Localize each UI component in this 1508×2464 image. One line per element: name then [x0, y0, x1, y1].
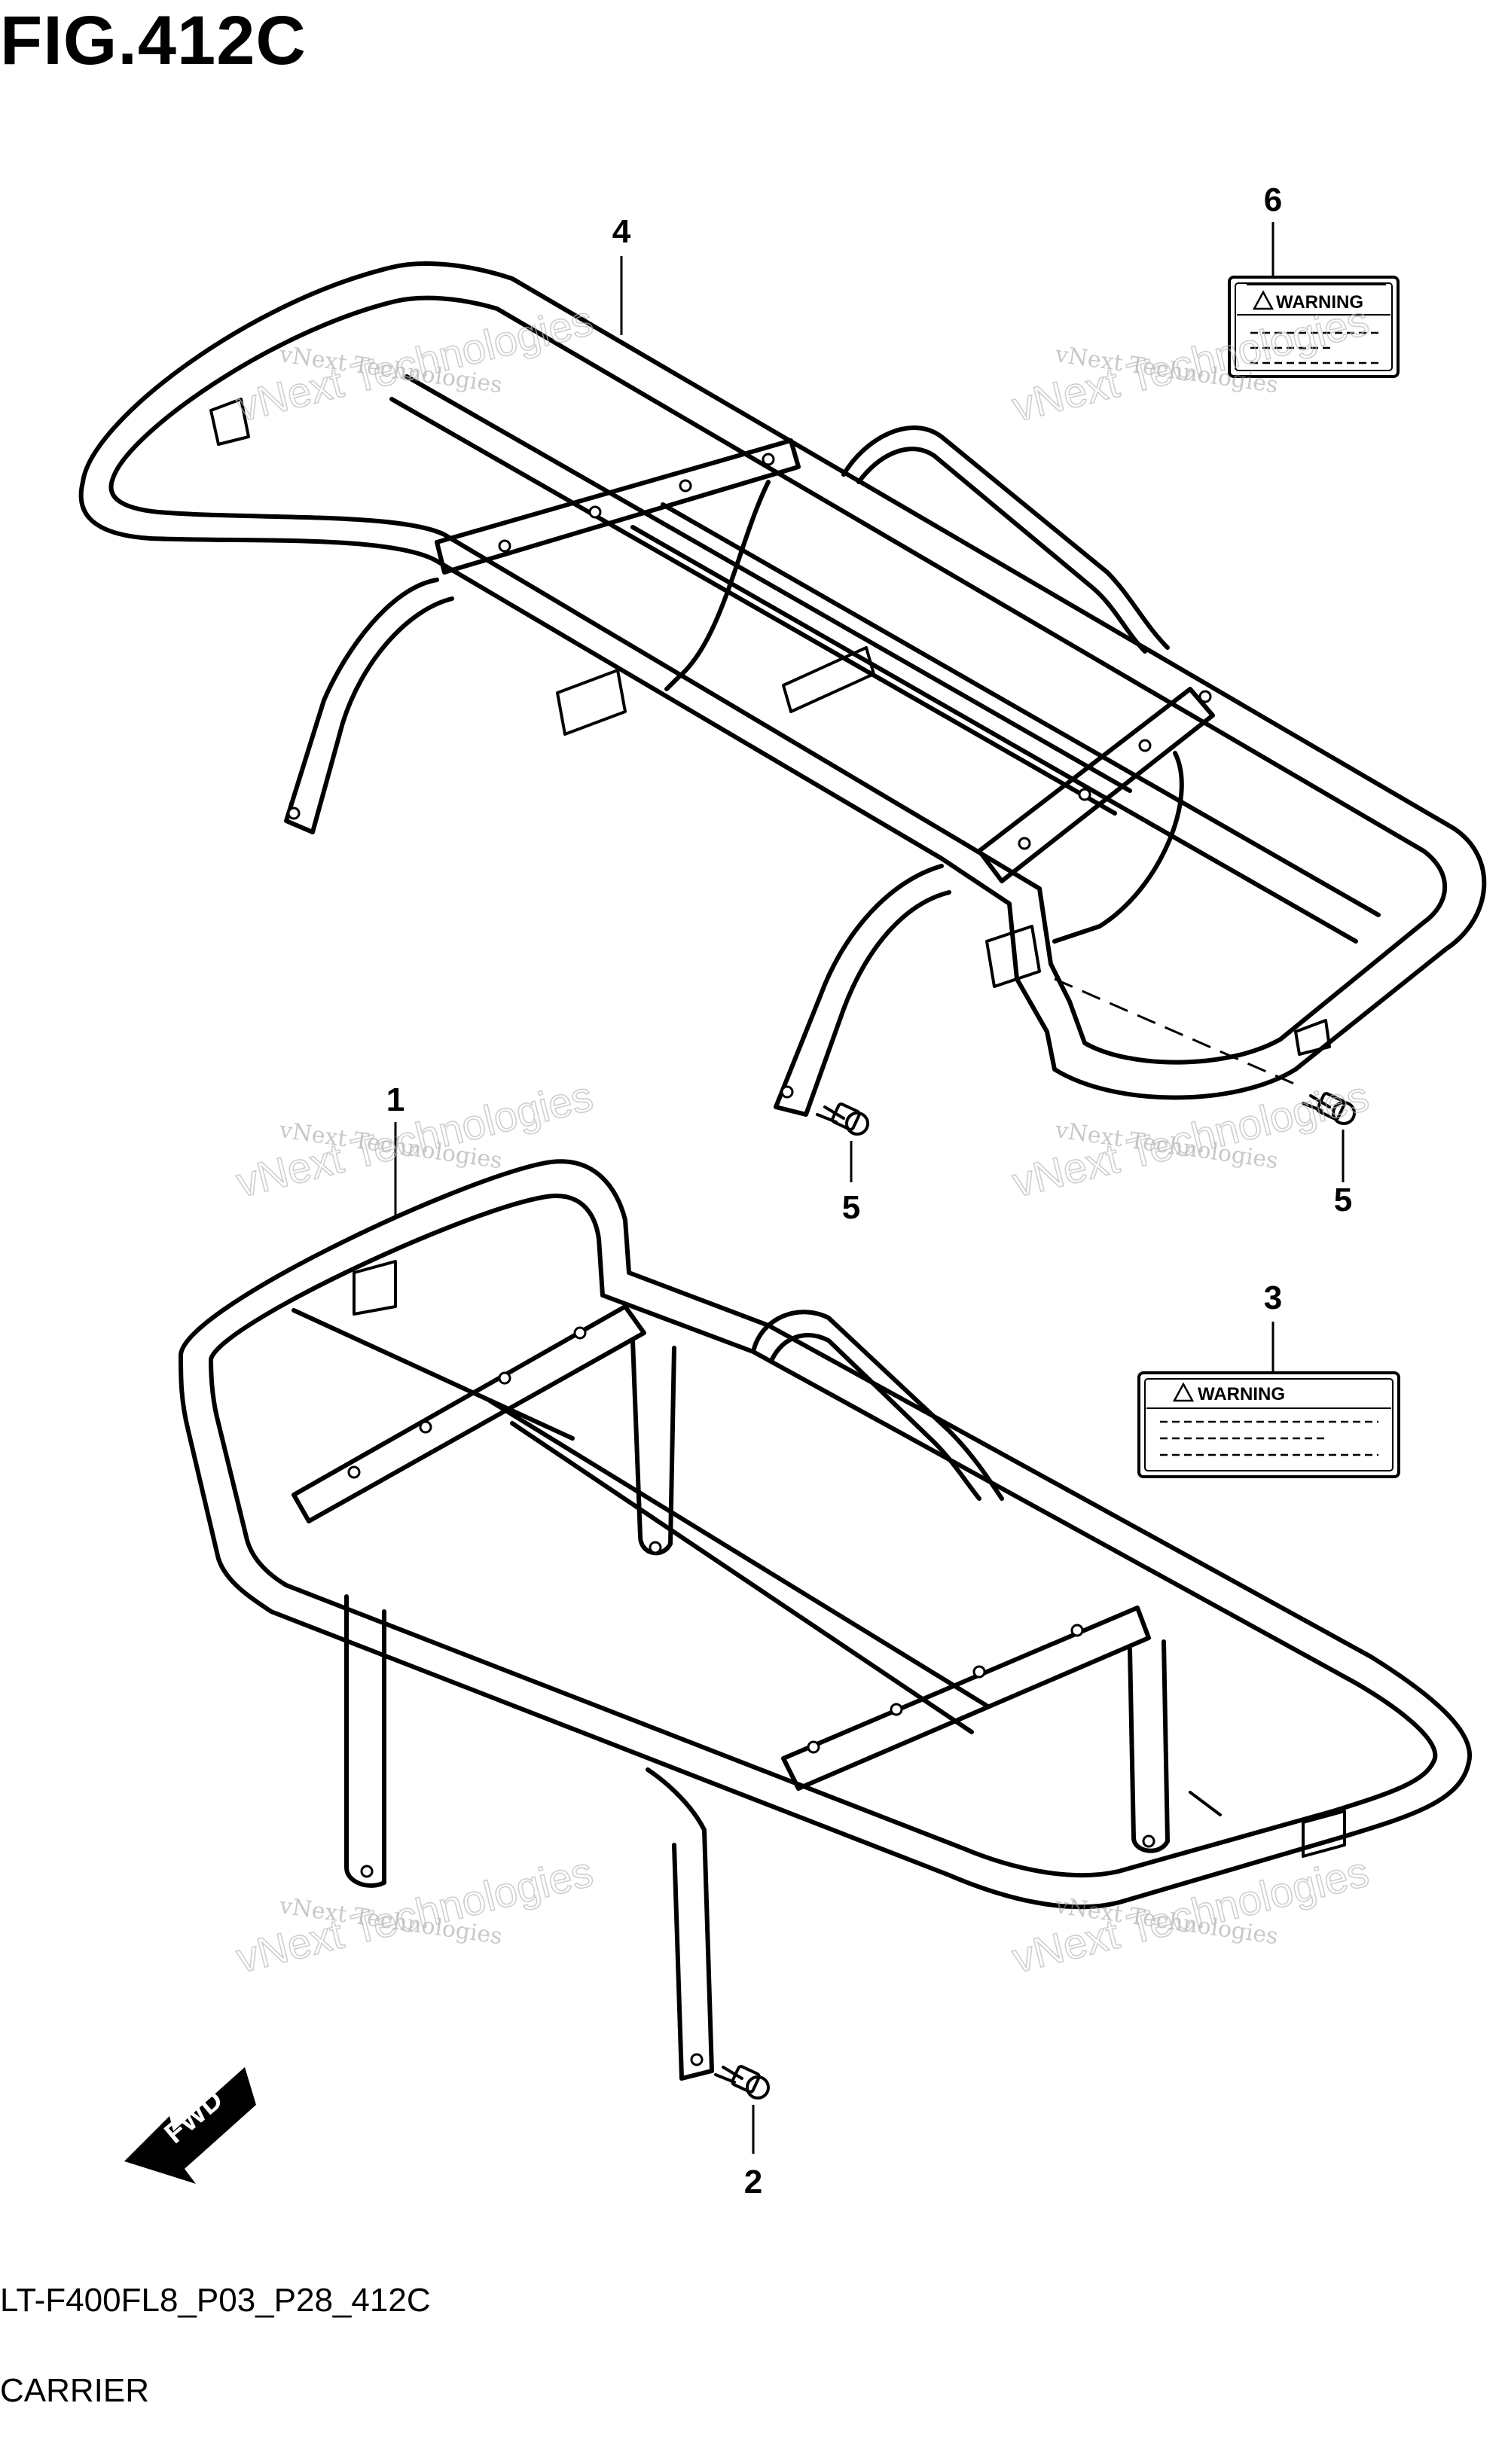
mount-hole — [419, 1420, 432, 1434]
mount-hole — [588, 505, 602, 519]
callout-6: 6 — [1264, 181, 1282, 218]
mount-hole — [347, 1465, 361, 1479]
figure-code: LT-F400FL8_P03_P28_412C — [0, 2282, 431, 2319]
figure-title: FIG.412C — [0, 2, 307, 79]
front-carrier-crossbar-front — [292, 1304, 646, 1523]
assembly-guide-line — [1054, 977, 1296, 1086]
mount-hole — [1070, 1624, 1084, 1637]
rear-carrier-bracket-right — [985, 925, 1041, 988]
fwd-arrow-icon: FWD — [124, 2067, 256, 2184]
front-carrier-leg-rear — [1128, 1639, 1170, 1853]
rear-carrier-leg-center — [664, 480, 771, 691]
front-carrier-bracket-mid — [1189, 1791, 1222, 1816]
bolt-part-5-right — [1302, 1092, 1356, 1125]
mount-hole — [690, 2053, 704, 2066]
rear-carrier-crossbar-front — [435, 438, 801, 575]
mount-hole — [762, 453, 775, 466]
front-carrier-side-handle — [751, 1310, 1004, 1501]
mount-hole — [780, 1085, 794, 1099]
warning-label-part-3: WARNING — [1137, 1371, 1400, 1478]
mount-hole — [890, 1703, 903, 1716]
rear-carrier-leg-right — [774, 864, 951, 1117]
rear-carrier-crossbar-rear — [977, 687, 1215, 883]
mount-hole — [360, 1865, 374, 1878]
mount-hole — [1198, 690, 1212, 703]
mount-hole — [649, 1541, 662, 1554]
front-carrier-leg-left — [344, 1594, 386, 1888]
rear-carrier-leg-rear — [1052, 751, 1184, 944]
callouts: 4 6 1 5 5 3 2 — [386, 181, 1352, 2200]
rear-carrier-part-4 — [78, 261, 1487, 1117]
callout-1: 1 — [386, 1081, 404, 1118]
warning-label-text: WARNING — [1276, 292, 1363, 313]
rear-carrier-side-handle — [841, 425, 1170, 650]
mount-hole — [1078, 788, 1091, 801]
mount-hole — [287, 807, 301, 820]
rear-carrier-side-handle-inner — [856, 447, 1147, 654]
front-carrier-leg-center — [646, 1767, 714, 2081]
callout-5-right: 5 — [1334, 1182, 1352, 1218]
front-carrier-bracket-rear — [1302, 1810, 1346, 1858]
rear-carrier-bracket-rear — [1294, 1019, 1331, 1056]
rear-carrier-leg-left — [284, 578, 454, 834]
callout-3: 3 — [1264, 1279, 1282, 1316]
front-carrier-side-handle-inner — [770, 1333, 981, 1501]
front-carrier-part-1 — [179, 1159, 1473, 2081]
warning-triangle-icon — [1172, 1382, 1195, 1402]
front-carrier-side-bar — [292, 1308, 575, 1441]
front-carrier-leg-front-right — [630, 1338, 676, 1556]
figure-name: CARRIER — [0, 2372, 150, 2409]
front-carrier-outer-frame — [179, 1159, 1473, 1910]
warning-label-text: WARNING — [1198, 1384, 1285, 1404]
mount-hole — [679, 479, 692, 492]
front-carrier-center-bar — [487, 1398, 989, 1734]
rear-carrier-longitudinal-bar — [630, 502, 1381, 944]
front-carrier-inner-frame — [209, 1194, 1438, 1878]
bolt-part-2 — [714, 2065, 770, 2100]
rear-carrier-outer-frame — [78, 261, 1487, 1100]
callout-4: 4 — [612, 213, 631, 250]
callout-5-left: 5 — [842, 1189, 860, 1226]
rear-carrier-bracket-center — [782, 646, 875, 713]
rear-carrier-bracket-mid — [556, 669, 627, 736]
warning-triangle-icon — [1252, 290, 1274, 310]
warning-label-part-6: WARNING — [1228, 276, 1400, 378]
mount-hole — [1138, 739, 1152, 752]
mount-hole — [498, 1371, 511, 1385]
rear-carrier-inner-frame — [108, 295, 1448, 1065]
mount-hole — [573, 1326, 587, 1340]
mount-hole — [1018, 837, 1031, 850]
front-carrier-crossbar-rear — [781, 1606, 1151, 1791]
mount-hole — [1142, 1834, 1155, 1848]
bolt-part-5-left — [816, 1102, 869, 1136]
mount-hole — [498, 539, 511, 553]
mount-hole — [972, 1665, 986, 1679]
rear-carrier-bracket-left — [209, 398, 250, 446]
rear-carrier-center-bar — [389, 374, 1132, 816]
mount-hole — [807, 1740, 820, 1754]
callout-2: 2 — [744, 2164, 762, 2200]
front-carrier-bracket-left — [353, 1260, 397, 1316]
